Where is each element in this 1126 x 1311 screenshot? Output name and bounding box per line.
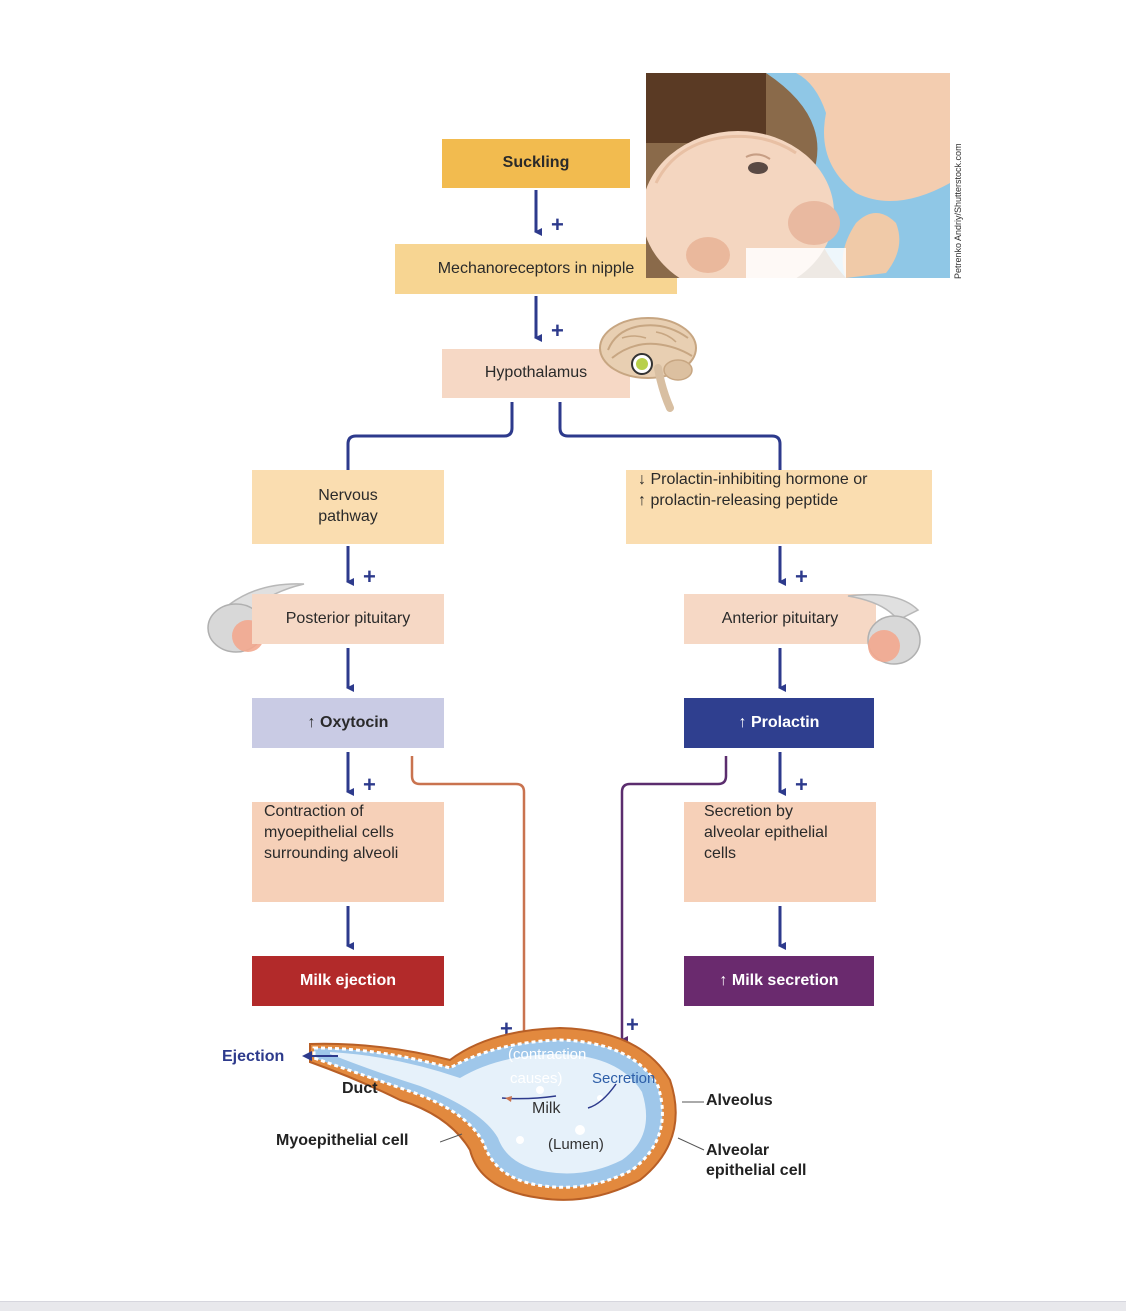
myoepithelial-cell-label: Myoepithelial cell <box>276 1132 409 1149</box>
alveolar-epithelial-line1: Alveolar <box>706 1142 770 1159</box>
alveolus-label: Alveolus <box>706 1092 773 1109</box>
contraction-box: Contraction of myoepithelial cells surro… <box>252 802 444 902</box>
plus-sign-1: + <box>551 212 564 237</box>
plus-sign-8: + <box>626 1012 639 1037</box>
plus-sign-3: + <box>363 564 376 589</box>
secretion-label: Secretion <box>592 1070 656 1087</box>
nervous-pathway-line2: pathway <box>318 508 378 525</box>
milk-label: Milk <box>532 1100 561 1117</box>
secretion-box: Secretion by alveolar epithelial cells <box>684 802 876 902</box>
plus-sign-6: + <box>795 772 808 797</box>
alveolus-illustration <box>309 1026 677 1201</box>
anterior-pituitary-box: Anterior pituitary <box>684 594 876 644</box>
suckling-box: Suckling <box>442 139 630 188</box>
contraction-line2: myoepithelial cells <box>264 823 394 841</box>
prolactin-hormone-line2: ↑ prolactin-releasing peptide <box>638 491 839 509</box>
prolactin-hormone-line1: ↓ Prolactin-inhibiting hormone or <box>638 471 868 488</box>
hypothalamus-box: Hypothalamus <box>442 349 630 398</box>
brain-icon <box>599 317 697 412</box>
prolactin-hormone-box: ↓ Prolactin-inhibiting hormone or ↑ prol… <box>626 470 932 544</box>
nervous-pathway-box: Nervous pathway <box>252 470 444 544</box>
plus-sign-5: + <box>363 772 376 797</box>
secretion-line2: alveolar epithelial <box>704 823 828 841</box>
pituitary-right-icon <box>847 593 921 665</box>
oxytocin-line <box>410 756 530 1044</box>
nervous-pathway-line1: Nervous <box>318 487 378 505</box>
alveolar-epithelial-line2: epithelial cell <box>706 1162 807 1179</box>
branch-right <box>558 402 782 470</box>
contraction-causes-line2: causes) <box>510 1070 563 1087</box>
bottom-scroll-strip <box>0 1301 1126 1311</box>
nursing-baby-photo <box>646 73 950 278</box>
ejection-label: Ejection <box>222 1048 285 1065</box>
posterior-pituitary-box: Posterior pituitary <box>252 594 444 644</box>
secretion-line1: Secretion by <box>704 803 793 820</box>
plus-sign-2: + <box>551 318 564 343</box>
branch-left <box>346 402 514 470</box>
milk-secretion-box: ↑ Milk secretion <box>684 956 874 1006</box>
ejection-arrow <box>302 1051 338 1061</box>
plus-sign-4: + <box>795 564 808 589</box>
prolactin-box: ↑ Prolactin <box>684 698 874 748</box>
secretion-line3: cells <box>704 844 737 862</box>
lumen-label: (Lumen) <box>548 1136 604 1153</box>
mechanoreceptors-box: Mechanoreceptors in nipple <box>395 244 677 294</box>
contraction-line1: Contraction of <box>264 803 364 820</box>
prolactin-line <box>620 756 728 1044</box>
milk-ejection-box: Milk ejection <box>252 956 444 1006</box>
oxytocin-box: ↑ Oxytocin <box>252 698 444 748</box>
contraction-line3: surrounding alveoli <box>264 844 399 862</box>
contraction-causes-line1: (contraction <box>508 1046 587 1063</box>
duct-label: Duct <box>342 1080 378 1097</box>
photo-credit: Petrenko Andriy/Shutterstock.com <box>953 143 963 279</box>
label-leader-lines <box>440 1101 705 1151</box>
